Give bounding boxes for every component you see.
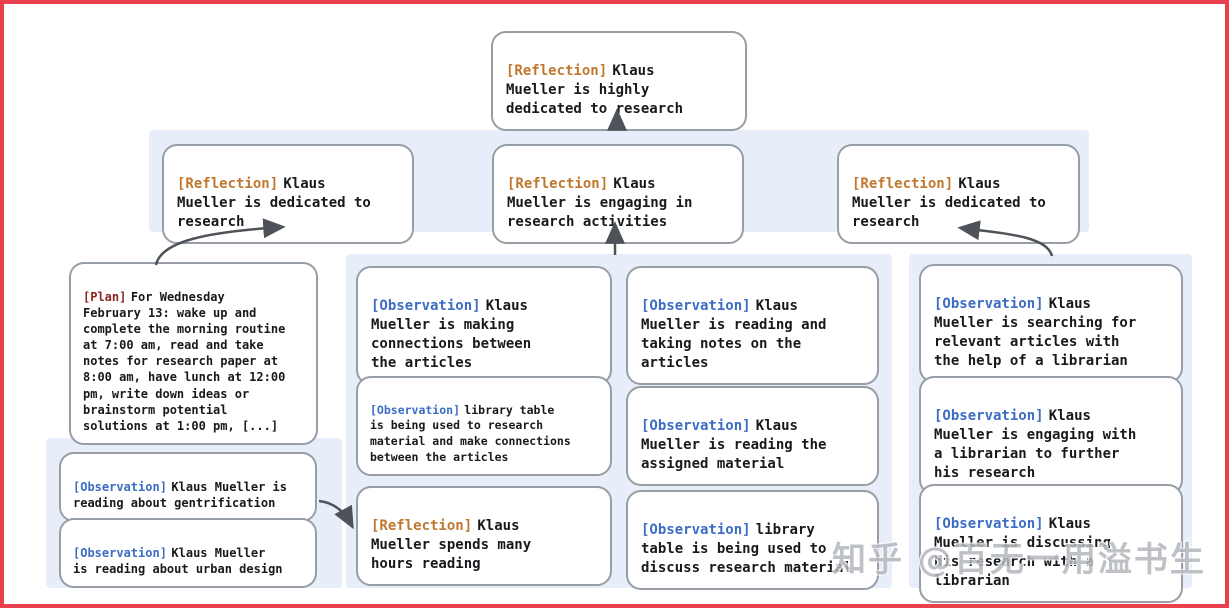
node-text: Klaus Mueller is engaging with a librari… <box>934 408 1137 482</box>
node-obs-assigned-material: [Observation]Klaus Mueller is reading th… <box>626 386 879 487</box>
node-text: Klaus Mueller is reading the assigned ma… <box>641 418 827 473</box>
observation-tag: [Observation] <box>934 516 1044 533</box>
node-text: library table is being used to research … <box>370 402 571 464</box>
plan-tag: [Plan] <box>83 290 127 305</box>
node-row-reflection-right: [Reflection]Klaus Mueller is dedicated t… <box>837 144 1080 245</box>
zhihu-watermark: 知乎 @百无一用溢书生 <box>832 540 1206 580</box>
observation-tag: [Observation] <box>641 522 751 539</box>
node-obs-engaging-librarian: [Observation]Klaus Mueller is engaging w… <box>919 376 1183 496</box>
reflection-tag: [Reflection] <box>177 176 279 193</box>
node-text: Klaus Mueller is making connections betw… <box>371 298 532 372</box>
node-obs-library-table-research: [Observation]library table is being used… <box>356 376 612 477</box>
node-text: Klaus Mueller is searching for relevant … <box>934 296 1137 370</box>
node-obs-discussing-librarian: [Observation]Klaus Mueller is discussing… <box>919 484 1183 604</box>
node-row-reflection-middle: [Reflection]Klaus Mueller is engaging in… <box>492 144 744 245</box>
node-text: Klaus Mueller is engaging in research ac… <box>507 176 693 231</box>
reflection-tag: [Reflection] <box>507 176 609 193</box>
reflection-tag: [Reflection] <box>506 63 608 80</box>
reflection-tag: [Reflection] <box>852 176 954 193</box>
node-text: Klaus Mueller is dedicated to research <box>852 176 1046 231</box>
node-text: For Wednesday February 13: wake up and c… <box>83 290 286 433</box>
node-obs-urban-design: [Observation]Klaus Mueller is reading ab… <box>59 518 317 589</box>
node-obs-gentrification: [Observation]Klaus Mueller is reading ab… <box>59 452 317 523</box>
node-plan: [Plan]For Wednesday February 13: wake up… <box>69 262 318 445</box>
observation-tag: [Observation] <box>73 546 167 561</box>
node-obs-taking-notes: [Observation]Klaus Mueller is reading an… <box>626 266 879 386</box>
node-text: Klaus Mueller is highly dedicated to res… <box>506 63 684 118</box>
observation-tag: [Observation] <box>73 480 167 495</box>
node-text: Klaus Mueller is reading about urban des… <box>73 546 283 577</box>
observation-tag: [Observation] <box>934 408 1044 425</box>
node-text: Klaus Mueller spends many hours reading <box>371 518 532 573</box>
node-row-reflection-left: [Reflection]Klaus Mueller is dedicated t… <box>162 144 414 245</box>
node-obs-library-table-discuss: [Observation]library table is being used… <box>626 490 879 591</box>
node-obs-searching-articles: [Observation]Klaus Mueller is searching … <box>919 264 1183 384</box>
reflection-tag: [Reflection] <box>371 518 473 535</box>
observation-tag: [Observation] <box>370 402 461 417</box>
node-top-reflection: [Reflection]Klaus Mueller is highly dedi… <box>491 31 747 132</box>
node-text: library table is being used to discuss r… <box>641 522 852 577</box>
node-obs-making-connections: [Observation]Klaus Mueller is making con… <box>356 266 612 386</box>
node-reflection-hours-reading: [Reflection]Klaus Mueller spends many ho… <box>356 486 612 587</box>
observation-tag: [Observation] <box>641 418 751 435</box>
observation-tag: [Observation] <box>934 296 1044 313</box>
node-text: Klaus Mueller is reading about gentrific… <box>73 480 287 511</box>
observation-tag: [Observation] <box>371 298 481 315</box>
node-text: Klaus Mueller is discussing his research… <box>934 516 1112 590</box>
node-text: Klaus Mueller is reading and taking note… <box>641 298 827 372</box>
observation-tag: [Observation] <box>641 298 751 315</box>
